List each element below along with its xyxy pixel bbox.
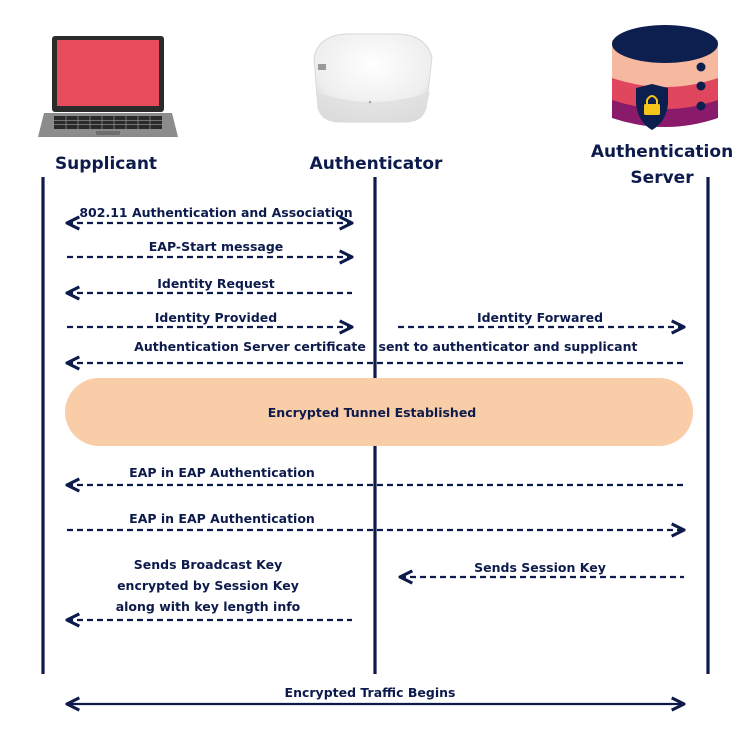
session-key-label: Sends Session Key <box>474 560 606 575</box>
supplicant-label: Supplicant <box>55 154 157 174</box>
eap-in-eap-label-1: EAP in EAP Authentication <box>129 465 315 480</box>
broadcast-key-label-2: encrypted by Session Key <box>117 578 299 593</box>
identity-request-label: Identity Request <box>157 276 275 291</box>
lock-shield-icon <box>636 84 668 130</box>
laptop-icon <box>38 36 178 137</box>
broadcast-key-label-3: along with key length info <box>116 599 301 614</box>
certificate-label-left: Authentication Server certificate <box>134 339 366 354</box>
encrypted-traffic-label: Encrypted Traffic Begins <box>285 685 456 700</box>
broadcast-key-label-1: Sends Broadcast Key <box>134 557 283 572</box>
identity-forwarded-label: Identity Forwared <box>477 310 603 325</box>
access-point-icon <box>313 33 433 123</box>
authenticator-label: Authenticator <box>310 154 443 174</box>
eap-in-eap-label-2: EAP in EAP Authentication <box>129 511 315 526</box>
encrypted-tunnel <box>65 378 693 446</box>
encrypted-tunnel-label: Encrypted Tunnel Established <box>268 405 477 420</box>
assoc-label: 802.11 Authentication and Association <box>79 205 352 220</box>
server-label-line1: Authentication <box>591 142 733 162</box>
eap-start-label: EAP-Start message <box>149 239 284 254</box>
server-label-line2: Server <box>630 168 694 188</box>
identity-provided-label: Identity Provided <box>155 310 277 325</box>
certificate-label-right: sent to authenticator and supplicant <box>379 339 638 354</box>
